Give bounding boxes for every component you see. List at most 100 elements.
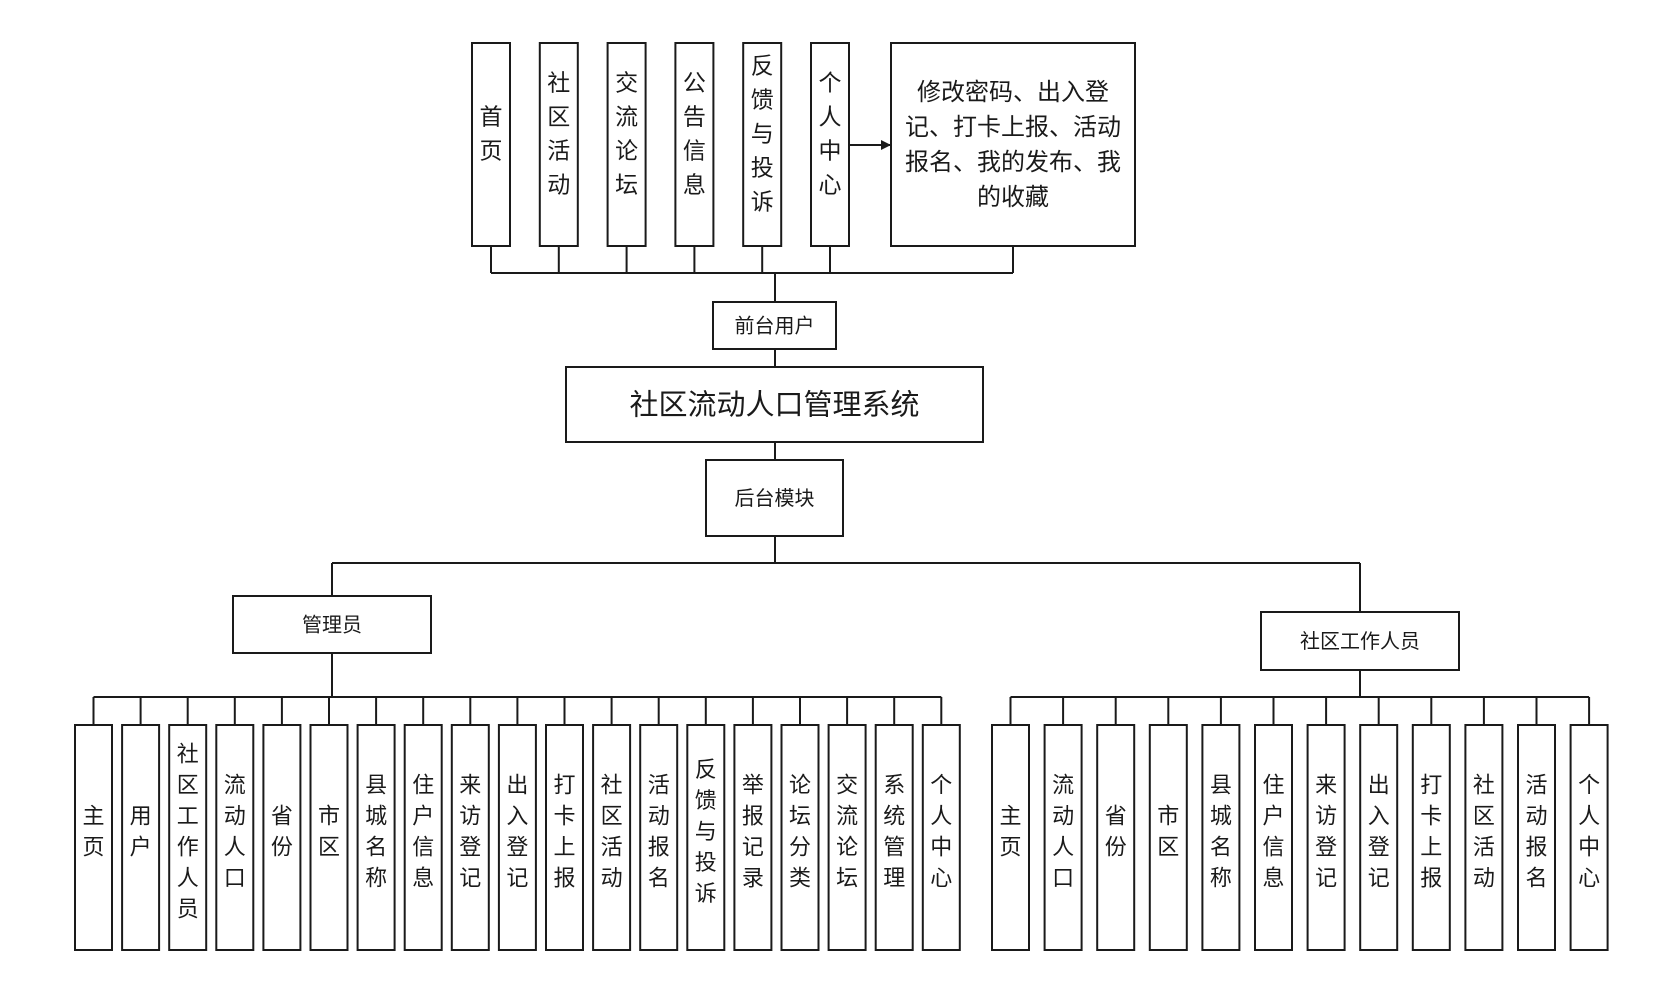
- admin-module-2: 用户: [121, 724, 161, 951]
- admin-module-5-frame: [262, 724, 302, 951]
- front-module-2: 社区活动: [538, 42, 579, 247]
- box-label: 住户信息: [412, 774, 434, 892]
- box-label: 记、打卡上报、活动: [905, 113, 1121, 141]
- box-label: 交流论坛: [615, 71, 638, 199]
- community-staff-module-2: 流动人口: [1043, 724, 1083, 951]
- box-label: 个人中心: [930, 774, 952, 892]
- admin-module-15: 举报记录: [733, 724, 773, 951]
- admin-module-6: 市区: [309, 724, 349, 951]
- admin-module-13-frame: [639, 724, 679, 951]
- front-module-3: 交流论坛: [606, 42, 647, 247]
- system-title-box: 社区流动人口管理系统: [565, 366, 984, 443]
- admin-module-19-frame: [921, 724, 961, 951]
- community-staff-module-8-frame: [1359, 724, 1399, 951]
- box-label: 出入登记: [506, 774, 528, 892]
- box-label: 市区: [318, 805, 340, 861]
- community-staff-module-10: 社区活动: [1464, 724, 1504, 951]
- admin-module-7-frame: [356, 724, 396, 951]
- box-label: 活动报名: [1525, 774, 1547, 892]
- box-label: 主页: [82, 805, 104, 861]
- box-label: 县城名称: [365, 774, 387, 892]
- admin-module-9: 来访登记: [450, 724, 490, 951]
- personal-center-detail-box-frame: [890, 42, 1136, 247]
- admin-module-17-frame: [827, 724, 867, 951]
- module-boxes: 首页社区活动交流论坛公告信息反馈与投诉个人中心修改密码、出入登记、打卡上报、活动…: [74, 42, 1609, 951]
- box-label: 举报记录: [742, 774, 764, 892]
- community-staff-module-5-frame: [1201, 724, 1241, 951]
- community-staff-module-9: 打卡上报: [1411, 724, 1451, 951]
- box-label: 用户: [130, 805, 152, 861]
- admin-module-14-frame: [686, 724, 726, 951]
- admin-module-15-frame: [733, 724, 773, 951]
- admin-module-11-frame: [545, 724, 584, 951]
- box-label: 社区工作人员: [1300, 629, 1420, 653]
- community-staff-module-2-frame: [1043, 724, 1083, 951]
- front-module-6: 个人中心: [810, 42, 850, 247]
- box-label: 来访登记: [1315, 774, 1337, 892]
- community-staff-module-3-frame: [1096, 724, 1136, 951]
- box-label: 报名、我的发布、我: [905, 148, 1121, 176]
- box-label: 反馈与投诉: [695, 758, 717, 907]
- community-staff-role-box-frame: [1260, 611, 1460, 671]
- box-label: 修改密码、出入登: [917, 78, 1109, 106]
- box-label: 交流论坛: [836, 774, 858, 892]
- box-label: 打卡上报: [1420, 774, 1442, 892]
- community-staff-module-3: 省份: [1096, 724, 1136, 951]
- admin-module-5: 省份: [262, 724, 302, 951]
- box-label: 社区活动: [601, 774, 623, 892]
- admin-module-16: 论坛分类: [780, 724, 820, 951]
- system-title-box-frame: [565, 366, 984, 443]
- box-label: 省份: [1105, 805, 1127, 861]
- community-staff-module-12-frame: [1569, 724, 1609, 951]
- admin-module-2-frame: [121, 724, 161, 951]
- box-label: 活动报名: [648, 774, 670, 892]
- box-label: 前台用户: [735, 314, 815, 338]
- community-staff-module-1-frame: [991, 724, 1030, 951]
- box-label: 流动人口: [224, 774, 246, 892]
- box-label: 后台模块: [735, 486, 815, 510]
- front-module-6-frame: [810, 42, 850, 247]
- box-label: 个人中心: [1578, 774, 1600, 892]
- front-user-box-frame: [712, 301, 837, 350]
- admin-module-12-frame: [592, 724, 632, 951]
- community-staff-module-12: 个人中心: [1569, 724, 1609, 951]
- box-label: 流动人口: [1052, 774, 1074, 892]
- box-label: 市区: [1157, 805, 1179, 861]
- front-module-5: 反馈与投诉: [742, 42, 783, 247]
- box-label: 论坛分类: [789, 774, 811, 892]
- community-staff-module-6: 住户信息: [1254, 724, 1293, 951]
- front-module-4: 公告信息: [674, 42, 715, 247]
- front-module-4-frame: [674, 42, 715, 247]
- box-label: 社区活动: [1473, 774, 1495, 892]
- box-label: 个人中心: [819, 71, 842, 199]
- admin-module-17: 交流论坛: [827, 724, 867, 951]
- community-staff-module-10-frame: [1464, 724, 1504, 951]
- front-module-5-frame: [742, 42, 783, 247]
- community-staff-module-9-frame: [1411, 724, 1451, 951]
- admin-role-box-frame: [232, 595, 432, 654]
- admin-module-8: 住户信息: [403, 724, 443, 951]
- front-user-box: 前台用户: [712, 301, 837, 350]
- community-staff-module-8: 出入登记: [1359, 724, 1399, 951]
- admin-module-3: 社区工作人员: [168, 724, 208, 951]
- admin-module-10-frame: [497, 724, 537, 951]
- admin-module-18: 系统管理: [874, 724, 914, 951]
- box-label: 社区工作人员: [177, 743, 199, 923]
- admin-module-4-frame: [215, 724, 255, 951]
- admin-module-14: 反馈与投诉: [686, 724, 726, 951]
- box-label: 省份: [271, 805, 293, 861]
- box-label: 首页: [480, 105, 503, 165]
- admin-module-12: 社区活动: [592, 724, 632, 951]
- front-module-1: 首页: [471, 42, 511, 247]
- front-module-2-frame: [538, 42, 579, 247]
- admin-module-7: 县城名称: [356, 724, 396, 951]
- community-staff-module-5: 县城名称: [1201, 724, 1241, 951]
- box-label: 公告信息: [683, 71, 706, 199]
- community-staff-module-4: 市区: [1148, 724, 1188, 951]
- community-staff-module-11: 活动报名: [1517, 724, 1556, 951]
- admin-module-13: 活动报名: [639, 724, 679, 951]
- box-label: 打卡上报: [553, 774, 575, 892]
- community-staff-module-1: 主页: [991, 724, 1030, 951]
